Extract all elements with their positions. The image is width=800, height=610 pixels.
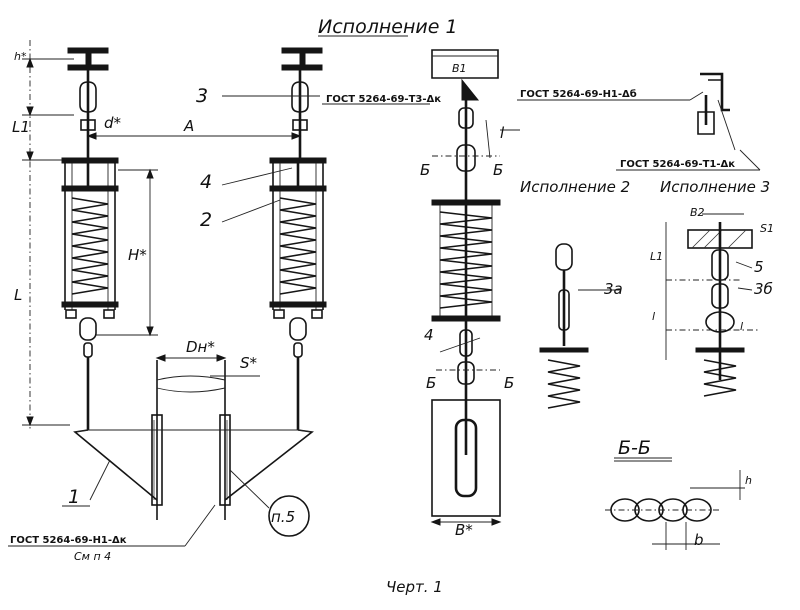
- center-spring-block: [431, 199, 501, 322]
- right-lug: [291, 81, 309, 113]
- gost-low-right-label: ГОСТ 5264-69-Т1-Δк: [620, 159, 735, 170]
- variant-3-assembly: ГОСТ 5264-69-Н1-Δб ГОСТ 5264-69-Т1-Δк Ис…: [517, 72, 770, 196]
- right-nut-upper: [292, 119, 308, 131]
- ring-weld: [705, 311, 735, 333]
- pipe-section: [151, 360, 231, 520]
- dimension-Dn-S: Dн* S*: [155, 338, 260, 377]
- center-pipe: [431, 399, 501, 517]
- right-lower-links: [289, 317, 307, 430]
- svg-text:Dн*: Dн*: [186, 338, 215, 356]
- dim-B2-label: B2: [690, 206, 705, 219]
- leader-lines-left: [89, 95, 320, 501]
- weld-top: [461, 78, 480, 101]
- dimension-H: H*: [96, 168, 158, 337]
- pos-4: 4: [200, 171, 212, 193]
- see-p4-note: См п 4: [74, 550, 111, 563]
- left-lower-links: [79, 317, 97, 430]
- svg-text:S*: S*: [240, 354, 258, 372]
- bottom-traverse: [73, 429, 314, 501]
- angle-bracket: [700, 72, 730, 112]
- gost-top-right-label: ГОСТ 5264-69-Н1-Δб: [520, 88, 637, 100]
- gost-main-label: ГОСТ 5264-69-Н1-Δк: [10, 535, 127, 546]
- section-mark-right-upper: Б: [493, 161, 503, 179]
- svg-text:L: L: [14, 286, 22, 304]
- dim-B-label: B*: [455, 521, 473, 539]
- v3-lug: [697, 111, 715, 135]
- title-variant-1: Исполнение 1: [318, 16, 458, 38]
- center-pos-4: 4: [424, 326, 434, 344]
- right-spring-block: [269, 157, 327, 319]
- center-link-3: [459, 329, 473, 357]
- variant-3-label: Исполнение 3: [660, 178, 770, 196]
- svg-text:L1: L1: [12, 118, 30, 136]
- section-b-b: Б-Б h b: [605, 437, 752, 550]
- dim-l-label: l: [500, 124, 505, 142]
- dim-b-label: b: [694, 531, 704, 549]
- dim-B1-label: B1: [452, 62, 467, 75]
- p5-callout-label: п.5: [271, 508, 295, 526]
- figure-caption: Черт. 1: [386, 578, 443, 596]
- left-nut-upper: [80, 119, 96, 131]
- center-link-2: [456, 144, 476, 172]
- section-title: Б-Б: [618, 437, 651, 459]
- pos-3a: 3а: [604, 280, 623, 298]
- i-beam-right: [281, 47, 323, 71]
- center-link-4: [457, 361, 475, 385]
- svg-text:H*: H*: [128, 246, 147, 264]
- svg-text:h*: h*: [14, 50, 27, 63]
- dim-L1-right-label: L1: [650, 250, 663, 263]
- detail-right-3b: B2 S1 L1 5 3б l l: [650, 206, 774, 397]
- dimension-A: A: [86, 117, 302, 140]
- pos-3: 3: [196, 85, 208, 107]
- left-vertical-dims: h* L1 L: [12, 40, 74, 430]
- center-clamp: [454, 418, 478, 498]
- gost-mid-label: ГОСТ 5264-69-Т3-Δк: [326, 94, 441, 105]
- dim-h-label: h: [745, 474, 752, 487]
- pos-3b: 3б: [754, 280, 773, 298]
- left-lug: [79, 81, 97, 113]
- center-link-1: [458, 107, 474, 129]
- variant-2-label: Исполнение 2: [520, 178, 630, 196]
- left-spring-block: [61, 157, 119, 319]
- variant-2-assembly: B1 l Б Б Исполнение 2 4 Б Б: [420, 49, 630, 539]
- section-mark-left-upper: Б: [420, 161, 430, 179]
- left-hanger-assembly: A h* L1 L H* d*: [8, 40, 441, 563]
- dim-l-right-label: l: [652, 310, 655, 323]
- dim-l-right-label-2: l: [740, 320, 743, 333]
- svg-text:A: A: [183, 117, 194, 135]
- section-mark-right-lower: Б: [504, 374, 514, 392]
- pos-5: 5: [754, 258, 764, 276]
- pos-2: 2: [200, 209, 212, 231]
- p5-leader: [229, 469, 270, 509]
- gost-main-leader: [184, 504, 216, 547]
- dim-d-label: d*: [104, 114, 122, 132]
- p5-callout-circle: [268, 495, 310, 537]
- i-beam-left: [67, 47, 109, 71]
- section-mark-left-lower: Б: [426, 374, 436, 392]
- channel-beam: [431, 49, 499, 79]
- dim-S1-label: S1: [760, 222, 774, 235]
- pos-1: 1: [68, 486, 80, 508]
- detail-3a: 3а: [539, 243, 623, 409]
- traverse-top: [74, 429, 313, 433]
